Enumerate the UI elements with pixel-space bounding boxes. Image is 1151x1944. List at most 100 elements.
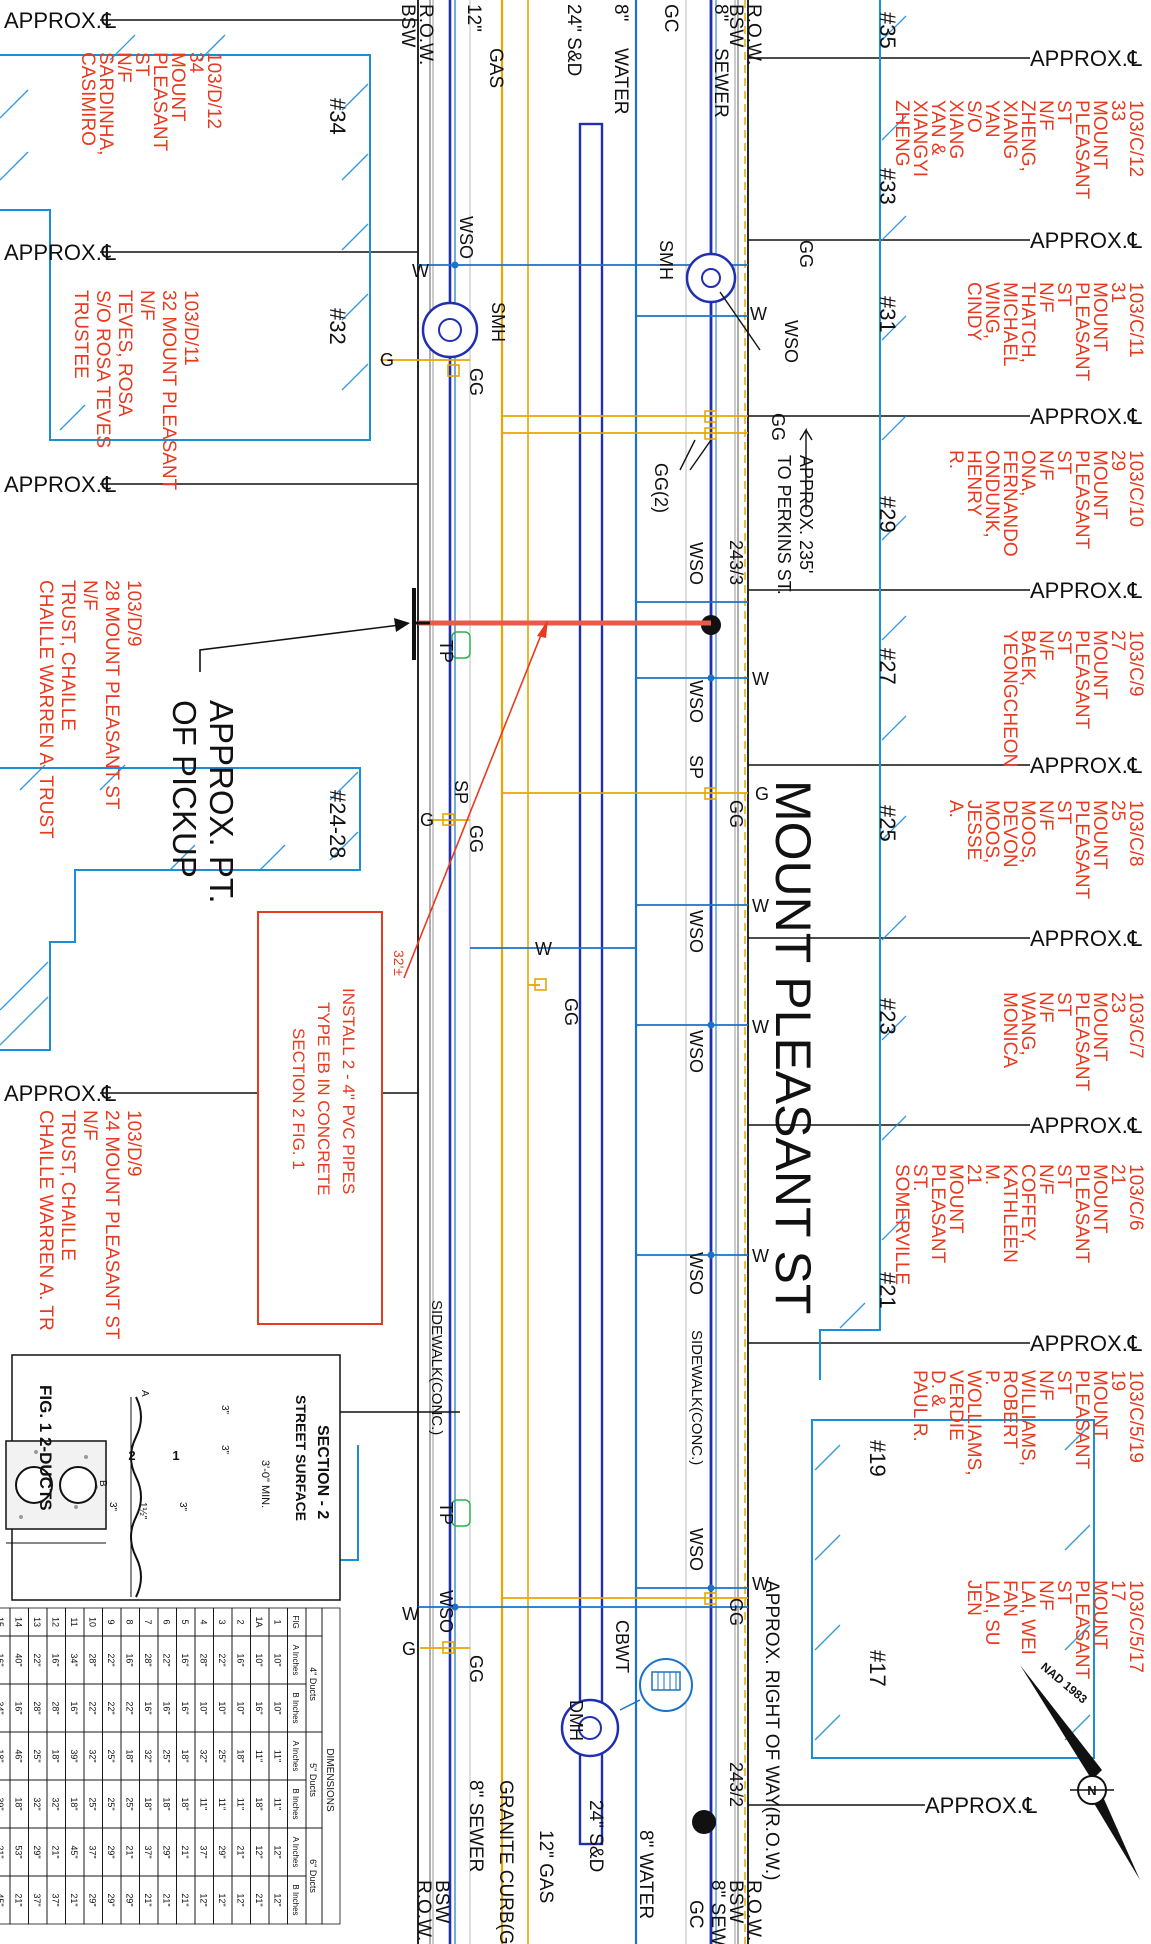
table-cell: 18" bbox=[125, 1749, 135, 1762]
svg-text:APPROX.℄: APPROX.℄ bbox=[1030, 1113, 1143, 1138]
table-cell: 21" bbox=[236, 1845, 246, 1858]
parcel-label-line: ZHENG, bbox=[1017, 100, 1038, 172]
table-cell: 29" bbox=[162, 1845, 172, 1858]
table-cell: 18" bbox=[180, 1749, 190, 1762]
svg-text:GG: GG bbox=[726, 1598, 746, 1626]
table-cell: 18" bbox=[0, 1749, 5, 1762]
parcel-label-line: ST bbox=[1053, 1580, 1074, 1605]
svg-text:WSO: WSO bbox=[686, 1252, 706, 1295]
table-cell: 25" bbox=[88, 1797, 98, 1810]
parcel-label-line: PAUL R. bbox=[909, 1370, 930, 1442]
parcel-label-line: ONDUNK, bbox=[981, 450, 1002, 538]
proposed-conduit bbox=[199, 588, 711, 979]
svg-text:8" WATER: 8" WATER bbox=[635, 1830, 656, 1919]
svg-text:APPROX.℄: APPROX.℄ bbox=[1030, 578, 1143, 603]
svg-text:W: W bbox=[750, 304, 767, 324]
table-cell: 11" bbox=[254, 1750, 264, 1763]
parcel-label-line: TRUSTEE bbox=[70, 290, 91, 379]
svg-text:GAS: GAS bbox=[485, 48, 506, 88]
parcel-label-line: PLEASANT bbox=[1071, 1370, 1092, 1470]
parcel-label-line: N/F bbox=[1035, 100, 1056, 131]
parcel-label-line: 21 bbox=[1107, 1164, 1128, 1185]
parcel-label-line: 103/C/10 bbox=[1125, 450, 1146, 527]
table-cell: 21" bbox=[162, 1893, 172, 1906]
pickup-arrowhead bbox=[394, 618, 410, 632]
north-arrow bbox=[1020, 1665, 1140, 1880]
table-cell: 8 bbox=[125, 1619, 135, 1624]
table-cell: 21" bbox=[180, 1893, 190, 1906]
parcel-label-line: ST bbox=[1053, 1370, 1074, 1395]
table-cell: 5 bbox=[180, 1619, 190, 1624]
section-inset bbox=[5, 1354, 341, 1601]
table-cell: 18" bbox=[236, 1749, 246, 1762]
parcel-label-line: JESSE bbox=[963, 800, 984, 860]
parcel-label-line: ST bbox=[1053, 630, 1074, 655]
parcel-label-line: WOLLIAMS, bbox=[963, 1370, 984, 1476]
street-name: MOUNT PLEASANT ST bbox=[765, 780, 821, 1314]
svg-text:#32: #32 bbox=[325, 308, 350, 345]
table-cell: 6" Ducts bbox=[308, 1859, 318, 1893]
parcel-label-line: SOMERVILLE bbox=[891, 1164, 912, 1285]
install-note-box bbox=[257, 911, 383, 1325]
table-cell: 46" bbox=[14, 1749, 24, 1762]
svg-text:#17: #17 bbox=[865, 1650, 890, 1687]
wso-dots bbox=[451, 261, 715, 1611]
parcel-label-line: WANG, bbox=[1017, 992, 1038, 1056]
install-note-line1: INSTALL 2 - 4" PVC PIPES bbox=[339, 988, 358, 1194]
svg-text:B: B bbox=[97, 1480, 108, 1487]
drain-manhole bbox=[560, 1698, 620, 1758]
table-cell: 2 bbox=[236, 1619, 246, 1624]
to-perkins-line1: APPROX. 235' bbox=[796, 455, 816, 574]
sewer-manhole-lower-left bbox=[421, 301, 479, 359]
parcel-label-line: ST bbox=[1053, 1164, 1074, 1189]
parcel-label-line: MOUNT bbox=[1089, 450, 1110, 520]
table-cell: 12" bbox=[254, 1845, 264, 1858]
table-cell: 10" bbox=[273, 1653, 283, 1666]
parcel-label-line: MOUNT bbox=[945, 1164, 966, 1234]
table-cell: 22" bbox=[217, 1653, 227, 1666]
parcel-label-line: PLEASANT bbox=[1071, 100, 1092, 200]
table-cell: 29" bbox=[217, 1845, 227, 1858]
svg-text:G: G bbox=[755, 784, 769, 804]
parcel-label-line: XIANGYI bbox=[909, 100, 930, 177]
table-cell: 16" bbox=[143, 1701, 153, 1714]
catch-basin bbox=[619, 1658, 693, 1712]
utility-labels-bottom: R.O.W. BSW 8" SEWER GRANITE CURB(GC) 12"… bbox=[413, 1580, 782, 1944]
parcel-label-line: PLEASANT bbox=[149, 52, 170, 152]
parcel-label-line: ONA, bbox=[1017, 450, 1038, 496]
parcel-label-line: 103/C/9 bbox=[1125, 630, 1146, 697]
parcel-hatching bbox=[0, 15, 1091, 1741]
svg-text:3": 3" bbox=[219, 1405, 230, 1415]
svg-text:SP: SP bbox=[451, 780, 471, 804]
table-cell: 37" bbox=[199, 1845, 209, 1858]
parcel-label-line: 103/C/5/17 bbox=[1125, 1580, 1146, 1673]
svg-text:8": 8" bbox=[710, 4, 731, 21]
table-cell: 16" bbox=[51, 1653, 61, 1666]
parcel-label-line: HENRY bbox=[963, 450, 984, 516]
parcel-label-line: M. bbox=[981, 1164, 1002, 1185]
parcel-label-line: MOUNT bbox=[1089, 100, 1110, 170]
parcel-label-line: S/O bbox=[963, 100, 984, 133]
svg-text:APPROX.℄: APPROX.℄ bbox=[1030, 404, 1143, 429]
table-cell: 18" bbox=[143, 1797, 153, 1810]
svg-text:#29: #29 bbox=[875, 496, 900, 533]
table-cell: 18" bbox=[180, 1797, 190, 1810]
parcel-label-line: 31 bbox=[1107, 282, 1128, 303]
svg-text:TP: TP bbox=[436, 640, 456, 663]
pickup-leader bbox=[199, 624, 401, 672]
parcel-label-line: 103/D/12 bbox=[203, 52, 224, 129]
structures bbox=[421, 252, 737, 1834]
table-cell: B Inches bbox=[291, 1692, 300, 1723]
parcel-label-line: 25 bbox=[1107, 800, 1128, 821]
parcel-label-line: MOUNT bbox=[1089, 282, 1110, 352]
table-cell: 25" bbox=[162, 1749, 172, 1762]
parcel-label-line: PLEASANT bbox=[1071, 630, 1092, 730]
parcel-label-line: MOUNT bbox=[1089, 630, 1110, 700]
parcel-label-line: 27 bbox=[1107, 630, 1128, 651]
parcel-label-line: CASIMIRO bbox=[77, 52, 98, 146]
svg-text:SEWER: SEWER bbox=[710, 48, 731, 118]
svg-text:24" S&D: 24" S&D bbox=[585, 1800, 606, 1872]
svg-text:APPROX.℄: APPROX.℄ bbox=[925, 1793, 1038, 1818]
table-cell: 28" bbox=[32, 1701, 42, 1714]
